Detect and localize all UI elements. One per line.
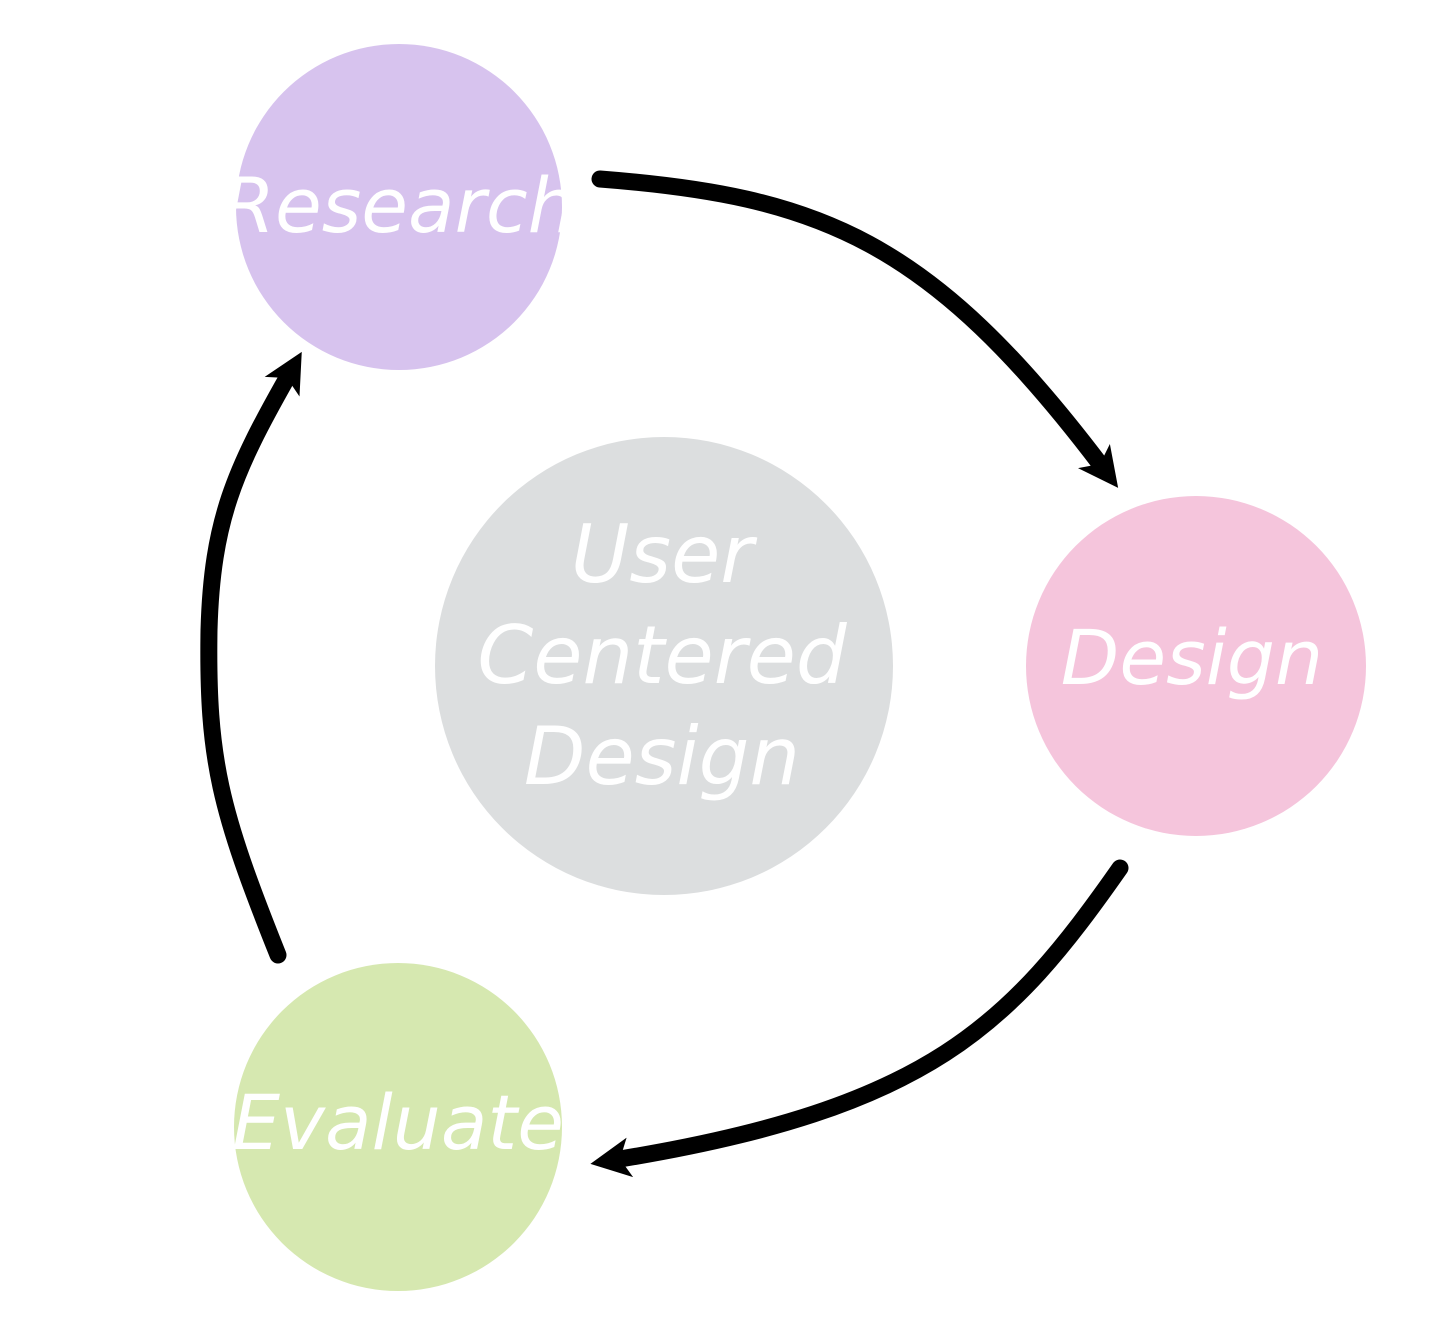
evaluate-node: Evaluate xyxy=(232,963,564,1291)
arrow-design-to-evaluate xyxy=(590,859,1129,1178)
design-node: Design xyxy=(1026,496,1366,836)
center-circle xyxy=(435,437,893,895)
evaluate-label: Evaluate xyxy=(232,1078,564,1167)
center-label-line-1: User xyxy=(571,508,758,601)
research-node: Research xyxy=(222,44,576,370)
design-circle xyxy=(1026,496,1366,836)
research-label: Research xyxy=(222,161,576,250)
arrow-evaluate-to-research xyxy=(200,351,302,964)
arrow-research-to-design xyxy=(591,170,1119,488)
design-label: Design xyxy=(1061,613,1323,702)
center-node: User Centered Design xyxy=(435,437,893,895)
evaluate-circle xyxy=(234,963,562,1291)
research-circle xyxy=(236,44,562,370)
center-label-line-3: Design xyxy=(524,710,800,803)
center-label-line-2: Centered xyxy=(477,609,847,702)
